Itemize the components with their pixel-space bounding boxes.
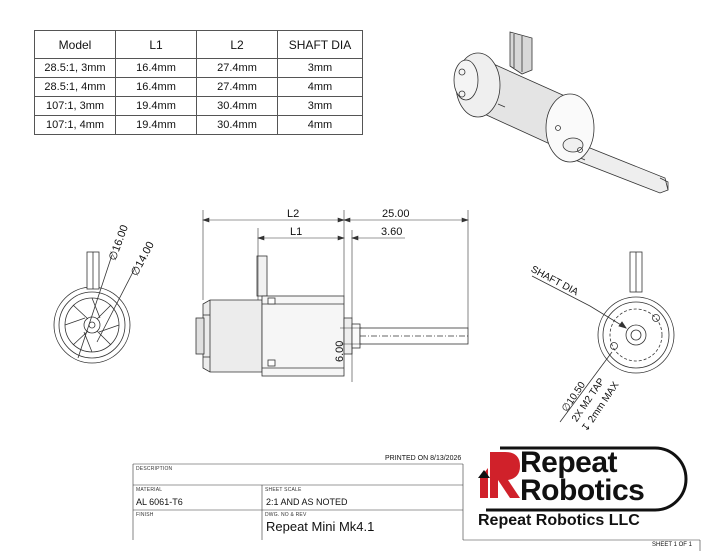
table-cell: 4mm [277,77,363,97]
table-row: 107:1, 4mm 19.4mm 30.4mm 4mm [34,115,363,135]
table-cell: 4mm [277,115,363,135]
table-row: 28.5:1, 4mm 16.4mm 27.4mm 4mm [34,77,363,97]
rear-end-view [53,251,136,364]
company-name: Repeat Robotics LLC [478,512,640,529]
col-header-l1: L1 [115,30,197,59]
dim-l2: L2 [287,208,300,220]
table-cell: 107:1, 4mm [34,115,116,135]
dwg-value: Repeat Mini Mk4.1 [266,519,375,534]
col-header-model: Model [34,30,116,59]
dimension-lines [202,210,469,382]
dwg-label: DWG. NO & REV [265,512,307,518]
description-label: DESCRIPTION [136,466,173,472]
printed-on: PRINTED ON 8/13/2026 [385,455,462,462]
material-value: AL 6061-T6 [136,497,183,507]
sheet-number: SHEET 1 OF 1 [652,542,692,548]
dim-shaft-offset: 3.60 [381,226,403,238]
logo-line2: Robotics [520,474,645,507]
material-label: MATERIAL [136,487,163,493]
table-cell: 28.5:1, 4mm [34,77,116,97]
table-cell: 19.4mm [115,115,197,135]
table-cell: 27.4mm [196,58,278,78]
table-cell: 3mm [277,96,363,116]
col-header-shaft-dia: SHAFT DIA [277,30,363,59]
table-cell: 30.4mm [196,115,278,135]
isometric-view [453,31,669,194]
side-view [195,255,469,377]
dim-shaft-length: 25.00 [382,208,410,220]
title-block-frame [132,463,701,551]
dim-l1: L1 [290,226,303,238]
scale-value: 2:1 AND AS NOTED [266,497,348,507]
spec-table-header-row: Model L1 L2 SHAFT DIA [34,30,363,59]
company-logo [478,446,688,512]
dim-shaft-flat: 6.00 [334,340,346,362]
table-cell: 107:1, 3mm [34,96,116,116]
table-row: 107:1, 3mm 19.4mm 30.4mm 3mm [34,96,363,116]
scale-label: SHEET SCALE [265,487,302,493]
spec-table: Model L1 L2 SHAFT DIA 28.5:1, 3mm 16.4mm… [34,30,363,135]
table-cell: 27.4mm [196,77,278,97]
logo-line1: Repeat [520,446,618,479]
front-end-view [531,251,675,423]
finish-label: FINISH [136,512,154,518]
